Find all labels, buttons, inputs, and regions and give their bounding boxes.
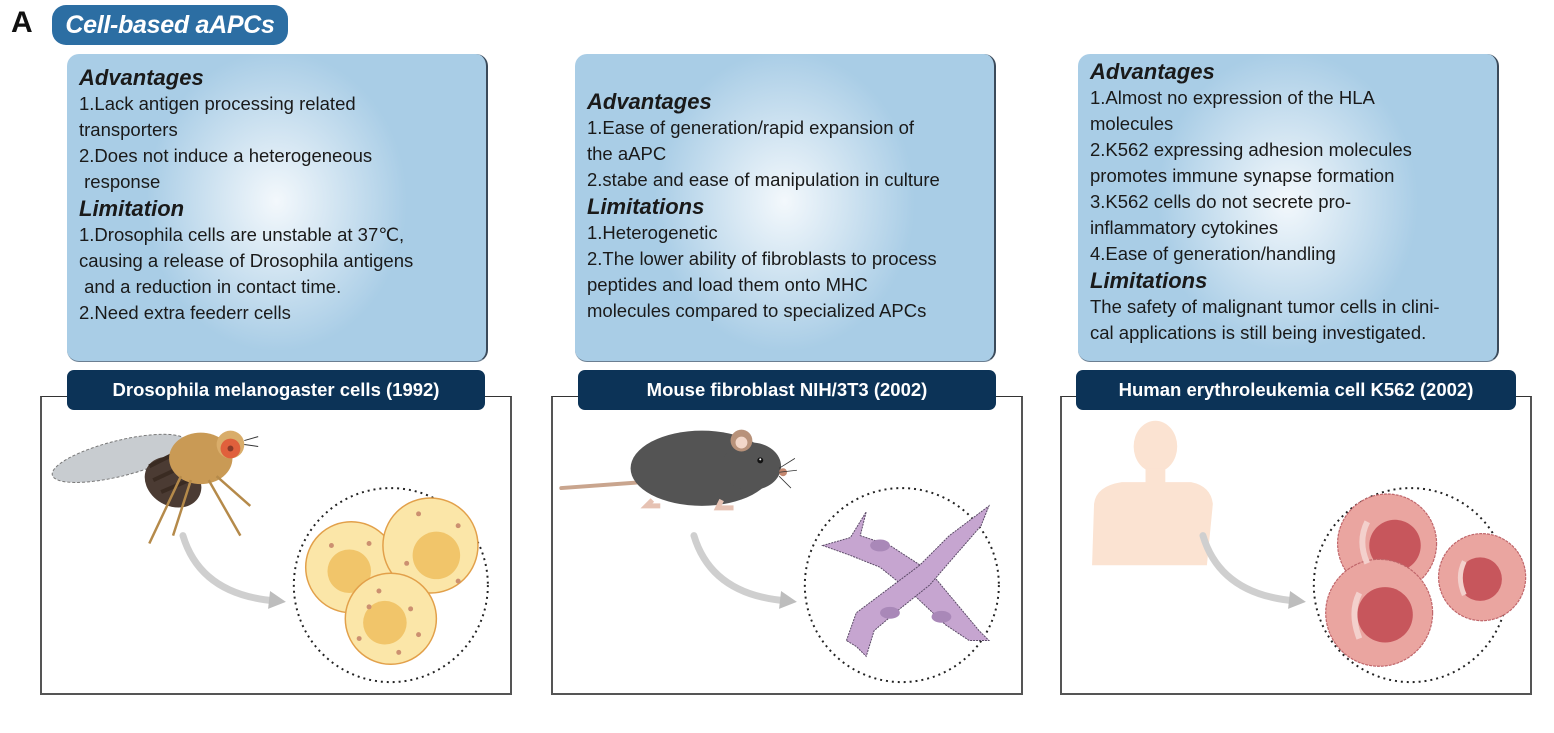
advantage-line: 1.Ease of generation/rapid expansion of bbox=[587, 117, 915, 138]
limitations-heading: Limitation bbox=[79, 196, 185, 221]
advantage-line: 1.Lack antigen processing related bbox=[79, 93, 356, 114]
drosophila-illustration bbox=[51, 430, 489, 684]
info-box-k562: Advantages 1.Almost no expression of the… bbox=[1078, 54, 1499, 362]
section-title-pill: Cell-based aAPCs bbox=[52, 5, 288, 45]
red-k562-cells-icon bbox=[1325, 493, 1527, 667]
advantage-line: 2.Does not induce a heterogeneous bbox=[79, 145, 373, 166]
illustration-frame-mouse-fibroblast bbox=[551, 396, 1023, 695]
limitation-line: causing a release of Drosophila antigens bbox=[79, 250, 414, 271]
advantages-heading: Advantages bbox=[1090, 59, 1215, 84]
advantage-line: inflammatory cytokines bbox=[1090, 217, 1279, 238]
cell-type-title: Human erythroleukemia cell K562 (2002) bbox=[1118, 379, 1474, 400]
mouse-fibroblast-illustration bbox=[559, 429, 1000, 684]
limitations-heading: Limitations bbox=[1090, 268, 1208, 293]
cell-type-title: Mouse fibroblast NIH/3T3 (2002) bbox=[646, 379, 928, 400]
advantage-line: 4.Ease of generation/handling bbox=[1090, 243, 1336, 264]
advantage-line: transporters bbox=[79, 119, 178, 140]
limitation-line: and a reduction in contact time. bbox=[79, 276, 342, 297]
human-silhouette-icon bbox=[1092, 420, 1213, 566]
panel-letter: A bbox=[11, 6, 33, 39]
purple-fibroblasts-icon bbox=[821, 504, 991, 658]
limitation-line: cal applications is still being investig… bbox=[1090, 322, 1427, 343]
advantage-line: 2.stabe and ease of manipulation in cult… bbox=[587, 169, 940, 190]
limitation-line: 2.Need extra feederr cells bbox=[79, 302, 291, 323]
section-title: Cell-based aAPCs bbox=[65, 10, 275, 39]
mouse-icon bbox=[559, 429, 797, 511]
info-box-drosophila: Advantages 1.Lack antigen processing rel… bbox=[67, 54, 488, 362]
illustration-frame-drosophila bbox=[40, 396, 512, 695]
fruit-fly-icon bbox=[51, 430, 259, 545]
illustration-frame-k562 bbox=[1060, 396, 1532, 695]
advantage-line: response bbox=[79, 171, 161, 192]
advantage-line: promotes immune synapse formation bbox=[1090, 165, 1395, 186]
limitation-line: 1.Heterogenetic bbox=[587, 222, 718, 243]
advantage-line: 2.K562 expressing adhesion molecules bbox=[1090, 139, 1412, 160]
title-bar-drosophila: Drosophila melanogaster cells (1992) bbox=[67, 370, 485, 410]
limitations-heading: Limitations bbox=[587, 194, 705, 219]
info-box-mouse-fibroblast: Advantages 1.Ease of generation/rapid ex… bbox=[575, 54, 996, 362]
arrow-icon bbox=[1199, 532, 1306, 609]
title-bar-k562: Human erythroleukemia cell K562 (2002) bbox=[1076, 370, 1516, 410]
k562-illustration bbox=[1092, 420, 1527, 684]
advantage-line: 1.Almost no expression of the HLA bbox=[1090, 87, 1375, 108]
arrow-icon bbox=[179, 532, 286, 609]
limitation-line: The safety of malignant tumor cells in c… bbox=[1090, 296, 1440, 317]
cell-type-title: Drosophila melanogaster cells (1992) bbox=[112, 379, 440, 400]
advantage-line: molecules bbox=[1090, 113, 1174, 134]
advantages-heading: Advantages bbox=[587, 89, 712, 114]
title-bar-mouse-fibroblast: Mouse fibroblast NIH/3T3 (2002) bbox=[578, 370, 996, 410]
yellow-round-cells-icon bbox=[304, 497, 479, 666]
limitation-line: peptides and load them onto MHC bbox=[587, 274, 868, 295]
advantages-heading: Advantages bbox=[79, 65, 204, 90]
advantage-line: the aAPC bbox=[587, 143, 667, 164]
limitation-line: molecules compared to specialized APCs bbox=[587, 300, 927, 321]
advantage-line: 3.K562 cells do not secrete pro- bbox=[1090, 191, 1352, 212]
arrow-icon bbox=[690, 532, 797, 609]
limitation-line: 1.Drosophila cells are unstable at 37℃, bbox=[79, 224, 405, 245]
limitation-line: 2.The lower ability of fibroblasts to pr… bbox=[587, 248, 937, 269]
